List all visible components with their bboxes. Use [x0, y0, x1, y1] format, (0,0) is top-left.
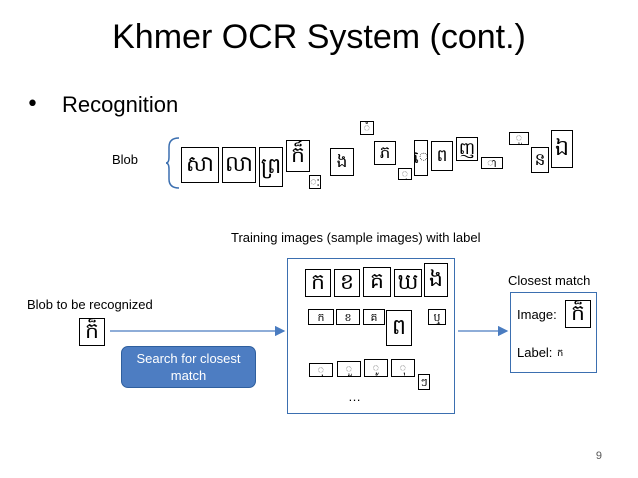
training-glyph: ខ	[334, 269, 360, 297]
search-button-label: Search for closest match	[136, 351, 241, 383]
training-ellipsis: …	[348, 389, 361, 404]
training-glyph: ៗ	[418, 374, 430, 390]
training-glyph: ខ	[336, 309, 360, 325]
training-label: Training images (sample images) with lab…	[231, 230, 481, 245]
blob-glyph: េ	[414, 140, 428, 176]
match-glyph: ក៏	[565, 300, 591, 328]
blob-glyph: ញ	[456, 137, 478, 161]
training-glyph: គ	[363, 267, 391, 297]
blob-glyph: ក៏	[286, 140, 310, 172]
page-number: 9	[595, 450, 602, 462]
training-glyph: ឃ	[394, 269, 422, 297]
training-glyph: ួ	[337, 361, 361, 377]
training-glyph: គ	[363, 309, 385, 325]
blob-glyph: សា	[181, 147, 219, 183]
training-glyph: ុ	[391, 359, 415, 377]
blob-brace	[165, 137, 180, 189]
blob-label: Blob	[112, 152, 139, 167]
blob-glyph: ព្រ	[259, 147, 283, 187]
training-glyph: ក	[308, 309, 334, 325]
blob-glyph: ុ	[398, 168, 412, 180]
query-glyph: ក៏	[79, 318, 105, 346]
bullet-recognition: Recognition	[62, 92, 179, 117]
training-glyph: ុ	[309, 363, 333, 377]
blob-glyph: ឯ	[551, 130, 573, 168]
search-closest-match-button[interactable]: Search for closest match	[121, 346, 256, 388]
blob-glyph: ន	[531, 147, 549, 173]
training-glyph: ក	[305, 269, 331, 297]
image-label: Image:	[517, 307, 557, 322]
label-value: ក	[557, 348, 564, 359]
blob-glyph: ា	[481, 157, 503, 169]
query-label: Blob to be recognized	[27, 297, 153, 312]
slide-title: Khmer OCR System (cont.)	[112, 18, 526, 56]
training-glyph: ព	[386, 310, 412, 346]
closest-match-label: Closest match	[508, 273, 591, 288]
label-caption: Label:	[517, 345, 553, 360]
blob-glyph: ំ	[360, 121, 374, 135]
blob-glyph: ួ	[509, 132, 529, 145]
blob-glyph: ង	[330, 148, 354, 176]
blob-glyph: ព	[431, 141, 453, 171]
blob-glyph: ៈ	[309, 175, 321, 189]
training-glyph: ង	[424, 263, 448, 297]
training-glyph: ូ	[364, 359, 388, 377]
bullet-dot: •	[26, 92, 39, 117]
blob-glyph: ភ	[374, 141, 396, 165]
training-glyph: ឬ	[428, 309, 446, 325]
blob-glyph: លា	[222, 147, 256, 183]
